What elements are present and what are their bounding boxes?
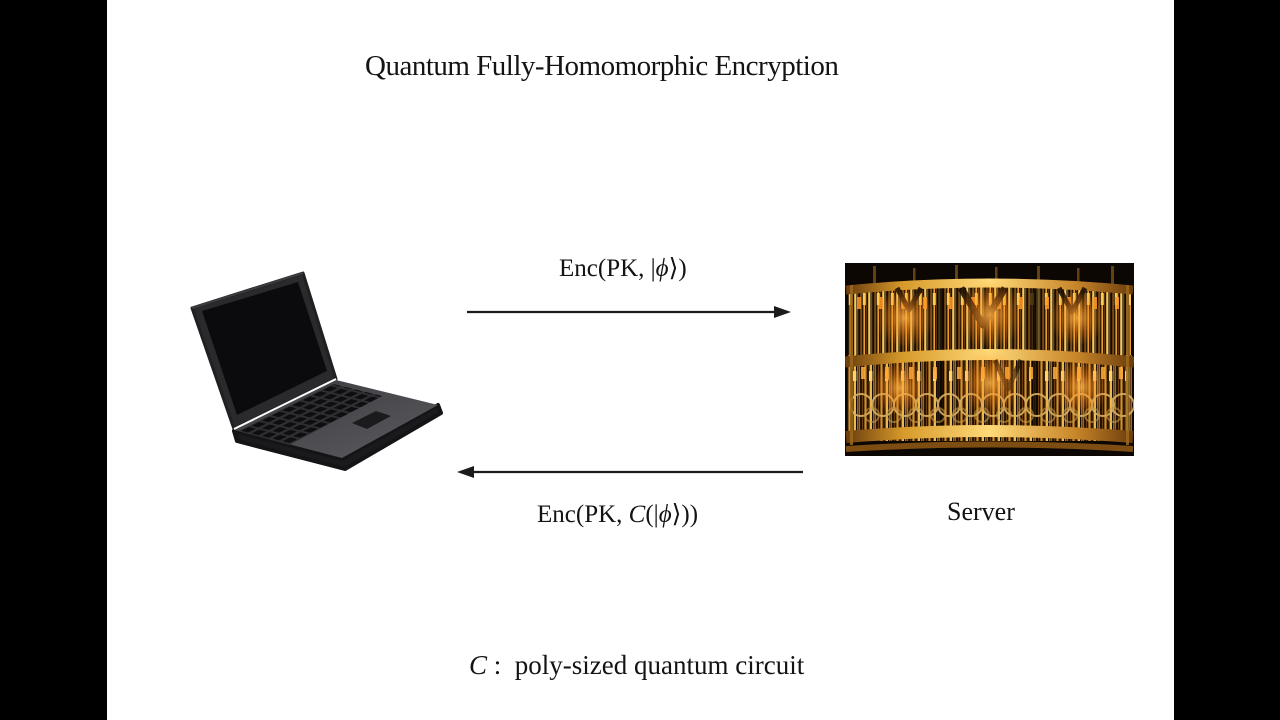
laptop-screen — [202, 282, 327, 415]
qc-side-rails — [850, 285, 1129, 445]
circuit-symbol: C — [628, 501, 646, 528]
phi-symbol: ϕ — [655, 255, 669, 282]
circuit-symbol: C — [469, 650, 488, 680]
request-arrowhead — [774, 306, 791, 318]
laptop-base — [232, 378, 443, 471]
response-arrow — [457, 466, 803, 478]
phi-symbol: ϕ — [658, 501, 672, 528]
request-arrow — [467, 306, 791, 318]
request-label: Enc(PK, |ϕ⟩) — [559, 253, 687, 283]
open-paren: ( — [645, 501, 654, 528]
request-prefix: Enc(PK, — [559, 255, 651, 282]
footnote: C : poly-sized quantum circuit — [469, 650, 804, 681]
slide-title: Quantum Fully-Homomorphic Encryption — [365, 50, 839, 82]
response-prefix: Enc(PK, — [537, 501, 629, 528]
qc-top-structure — [873, 265, 1114, 285]
footnote-colon: : — [487, 650, 515, 680]
laptop-touchpad — [352, 411, 391, 429]
footnote-text: poly-sized quantum circuit — [514, 650, 805, 680]
server-label: Server — [947, 497, 1015, 526]
qc-glow — [872, 281, 1109, 416]
response-suffix: )) — [681, 501, 699, 528]
rangle-symbol: ⟩ — [668, 255, 679, 282]
laptop-lid — [190, 271, 338, 431]
laptop-hinge-line — [233, 378, 337, 430]
ket-bar: | — [653, 501, 659, 528]
quantum-computer-image — [845, 263, 1134, 456]
request-suffix: ) — [678, 255, 687, 282]
rangle-symbol: ⟩ — [671, 501, 682, 528]
ket-bar: | — [650, 255, 656, 282]
client-laptop-icon — [190, 271, 443, 471]
slide-canvas: Quantum Fully-Homomorphic Encryption — [107, 0, 1174, 720]
response-label: Enc(PK, C(|ϕ⟩)) — [537, 499, 698, 529]
